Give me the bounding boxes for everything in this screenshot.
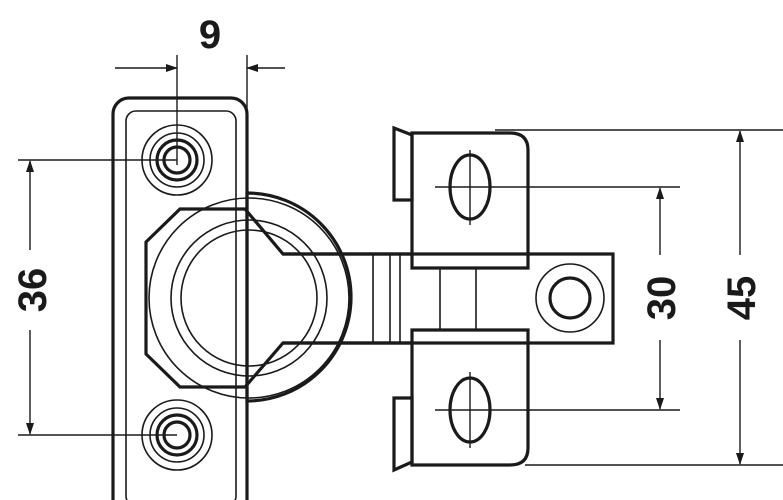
mounting-plate: [111, 96, 249, 500]
mounting-bracket-top: [392, 125, 530, 270]
dimension-label-30: 30: [640, 276, 684, 321]
hinge-cup: [144, 191, 615, 403]
dimension-9: 9: [115, 13, 285, 72]
dimension-36: 36: [11, 160, 55, 435]
mounting-bracket-bottom: [392, 328, 530, 473]
extension-lines: [18, 55, 783, 466]
dimension-label-36: 36: [11, 268, 55, 313]
dimension-label-9: 9: [199, 13, 221, 57]
arm-hole: [535, 263, 605, 333]
dimension-30: 30: [640, 187, 684, 410]
dimension-45: 45: [720, 130, 764, 465]
dimension-label-45: 45: [720, 276, 764, 321]
